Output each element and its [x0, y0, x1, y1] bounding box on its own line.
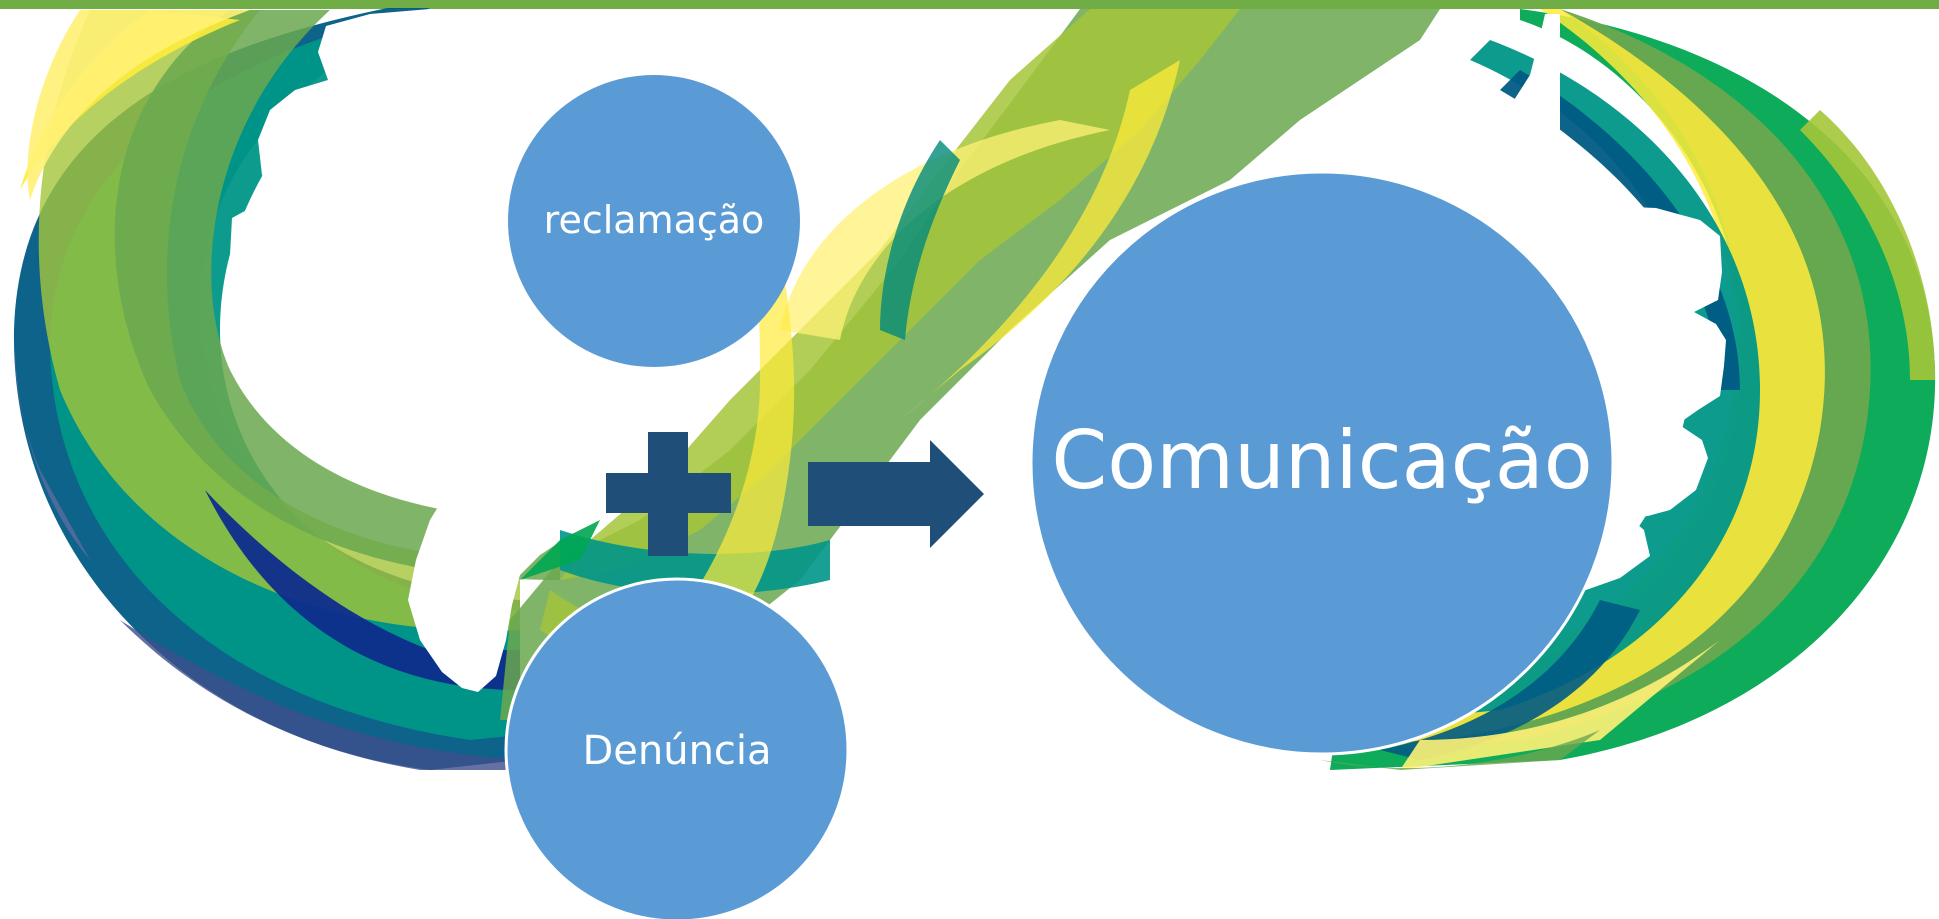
node-reclamacao: reclamação: [508, 75, 800, 367]
denuncia-label: Denúncia: [582, 728, 771, 774]
denuncia-circle: [504, 577, 850, 919]
top-accent-bar: [0, 0, 1939, 9]
comunicacao-circle: [1029, 170, 1615, 756]
arrow-right-icon: [808, 440, 984, 548]
node-denuncia: Denúncia: [504, 577, 850, 919]
reclamacao-label: reclamação: [544, 198, 765, 242]
node-comunicacao: Comunicação: [1029, 170, 1615, 756]
plus-icon: [606, 432, 731, 556]
reclamacao-circle: [508, 75, 800, 367]
comunicacao-label: Comunicação: [1051, 414, 1592, 507]
